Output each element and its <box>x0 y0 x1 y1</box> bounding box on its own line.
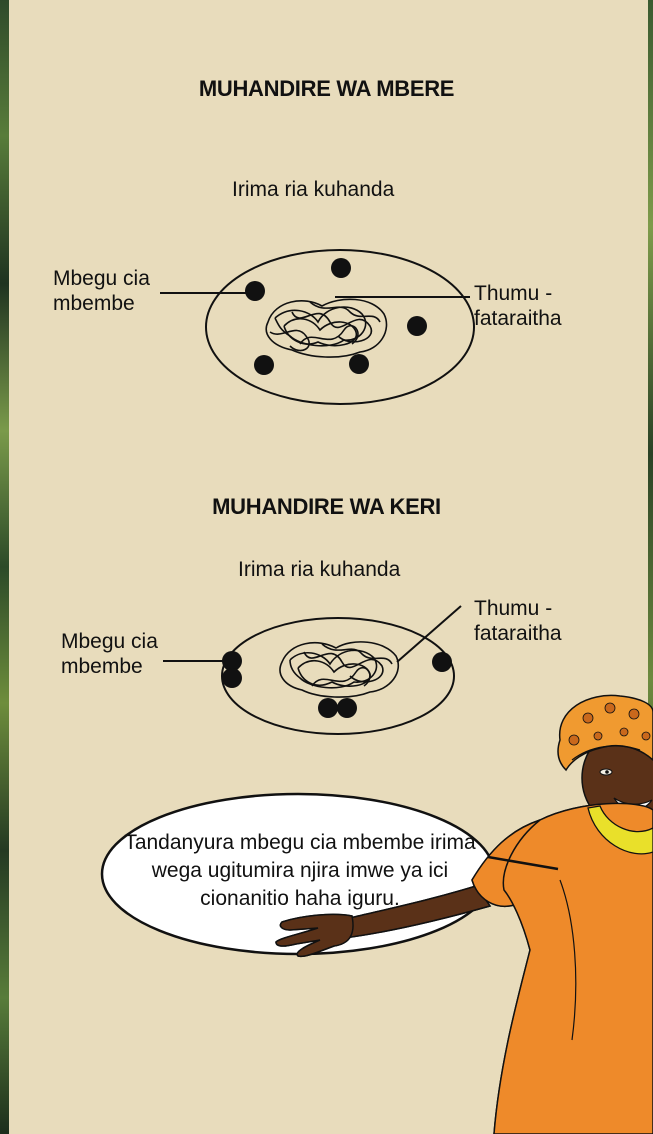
diagram2-manure-scribble <box>280 642 398 697</box>
diagram1-seed <box>331 258 351 278</box>
speech-bubble-text: Tandanyura mbegu cia mbembe irima wega u… <box>120 829 480 913</box>
headscarf-dot <box>605 703 615 713</box>
diagram2-seed <box>337 698 357 718</box>
diagram2-planting-hole <box>222 618 454 734</box>
diagram1-seed <box>254 355 274 375</box>
diagram1-seed <box>407 316 427 336</box>
headscarf-dot <box>620 728 628 736</box>
diagram2-fertilizer-pointer <box>397 606 461 662</box>
diagram2-seed <box>318 698 338 718</box>
diagram2-seed <box>222 668 242 688</box>
diagram1-seed <box>349 354 369 374</box>
diagram2-seed <box>432 652 452 672</box>
headscarf-dot <box>583 713 593 723</box>
headscarf-dot <box>569 735 579 745</box>
headscarf-dot <box>594 732 602 740</box>
diagram1-seed <box>245 281 265 301</box>
diagram1-manure-scribble <box>266 299 386 357</box>
headscarf-dot <box>629 709 639 719</box>
headscarf-dot <box>642 732 650 740</box>
